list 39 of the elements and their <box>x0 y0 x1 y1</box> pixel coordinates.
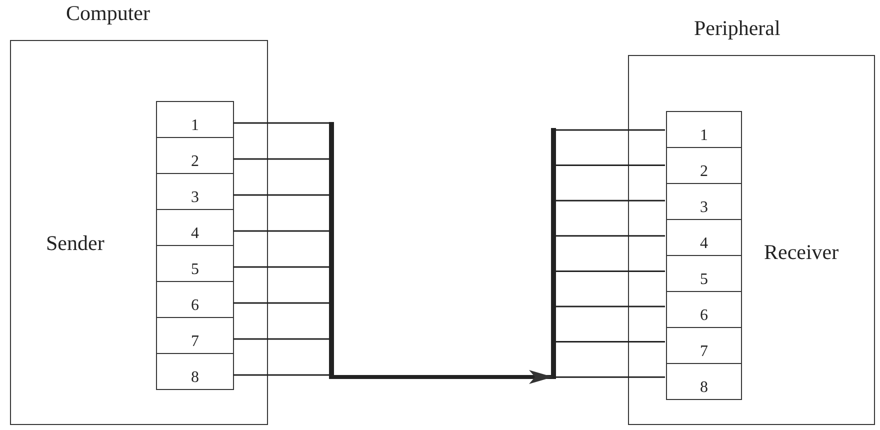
wire <box>233 122 332 124</box>
wire <box>556 306 665 308</box>
pin-slot: 8 <box>156 353 234 390</box>
wire <box>233 230 332 232</box>
device-heading: Peripheral <box>694 16 780 41</box>
bus-bar <box>329 122 334 379</box>
pin-slot: 1 <box>156 101 234 138</box>
wire <box>233 194 332 196</box>
wire <box>556 235 665 237</box>
pin-slot: 7 <box>666 327 742 364</box>
pin-slot: 4 <box>156 209 234 246</box>
pin-slot: 6 <box>156 281 234 318</box>
pin-slot: 6 <box>666 291 742 328</box>
pin-slot: 5 <box>156 245 234 282</box>
pin-slot: 5 <box>666 255 742 292</box>
wire <box>556 341 665 343</box>
wire <box>556 164 665 166</box>
device-label: Receiver <box>764 240 839 265</box>
pin-slot: 1 <box>666 111 742 148</box>
wire <box>233 302 332 304</box>
wire <box>233 266 332 268</box>
pin-slot: 4 <box>666 219 742 256</box>
pin-slot: 3 <box>666 183 742 220</box>
pin-slot: 2 <box>156 137 234 174</box>
pin-slot: 8 <box>666 363 742 400</box>
device-heading: Computer <box>66 1 150 26</box>
wire <box>556 129 665 131</box>
wire <box>556 376 665 378</box>
device-label: Sender <box>46 231 104 256</box>
wire <box>556 270 665 272</box>
bus-arrow <box>332 370 553 384</box>
wire <box>233 374 332 376</box>
bus-bar <box>551 128 556 379</box>
pin-slot: 2 <box>666 147 742 184</box>
pin-slot: 7 <box>156 317 234 354</box>
wire <box>233 338 332 340</box>
wire <box>556 200 665 202</box>
pin-slot: 3 <box>156 173 234 210</box>
wire <box>233 158 332 160</box>
